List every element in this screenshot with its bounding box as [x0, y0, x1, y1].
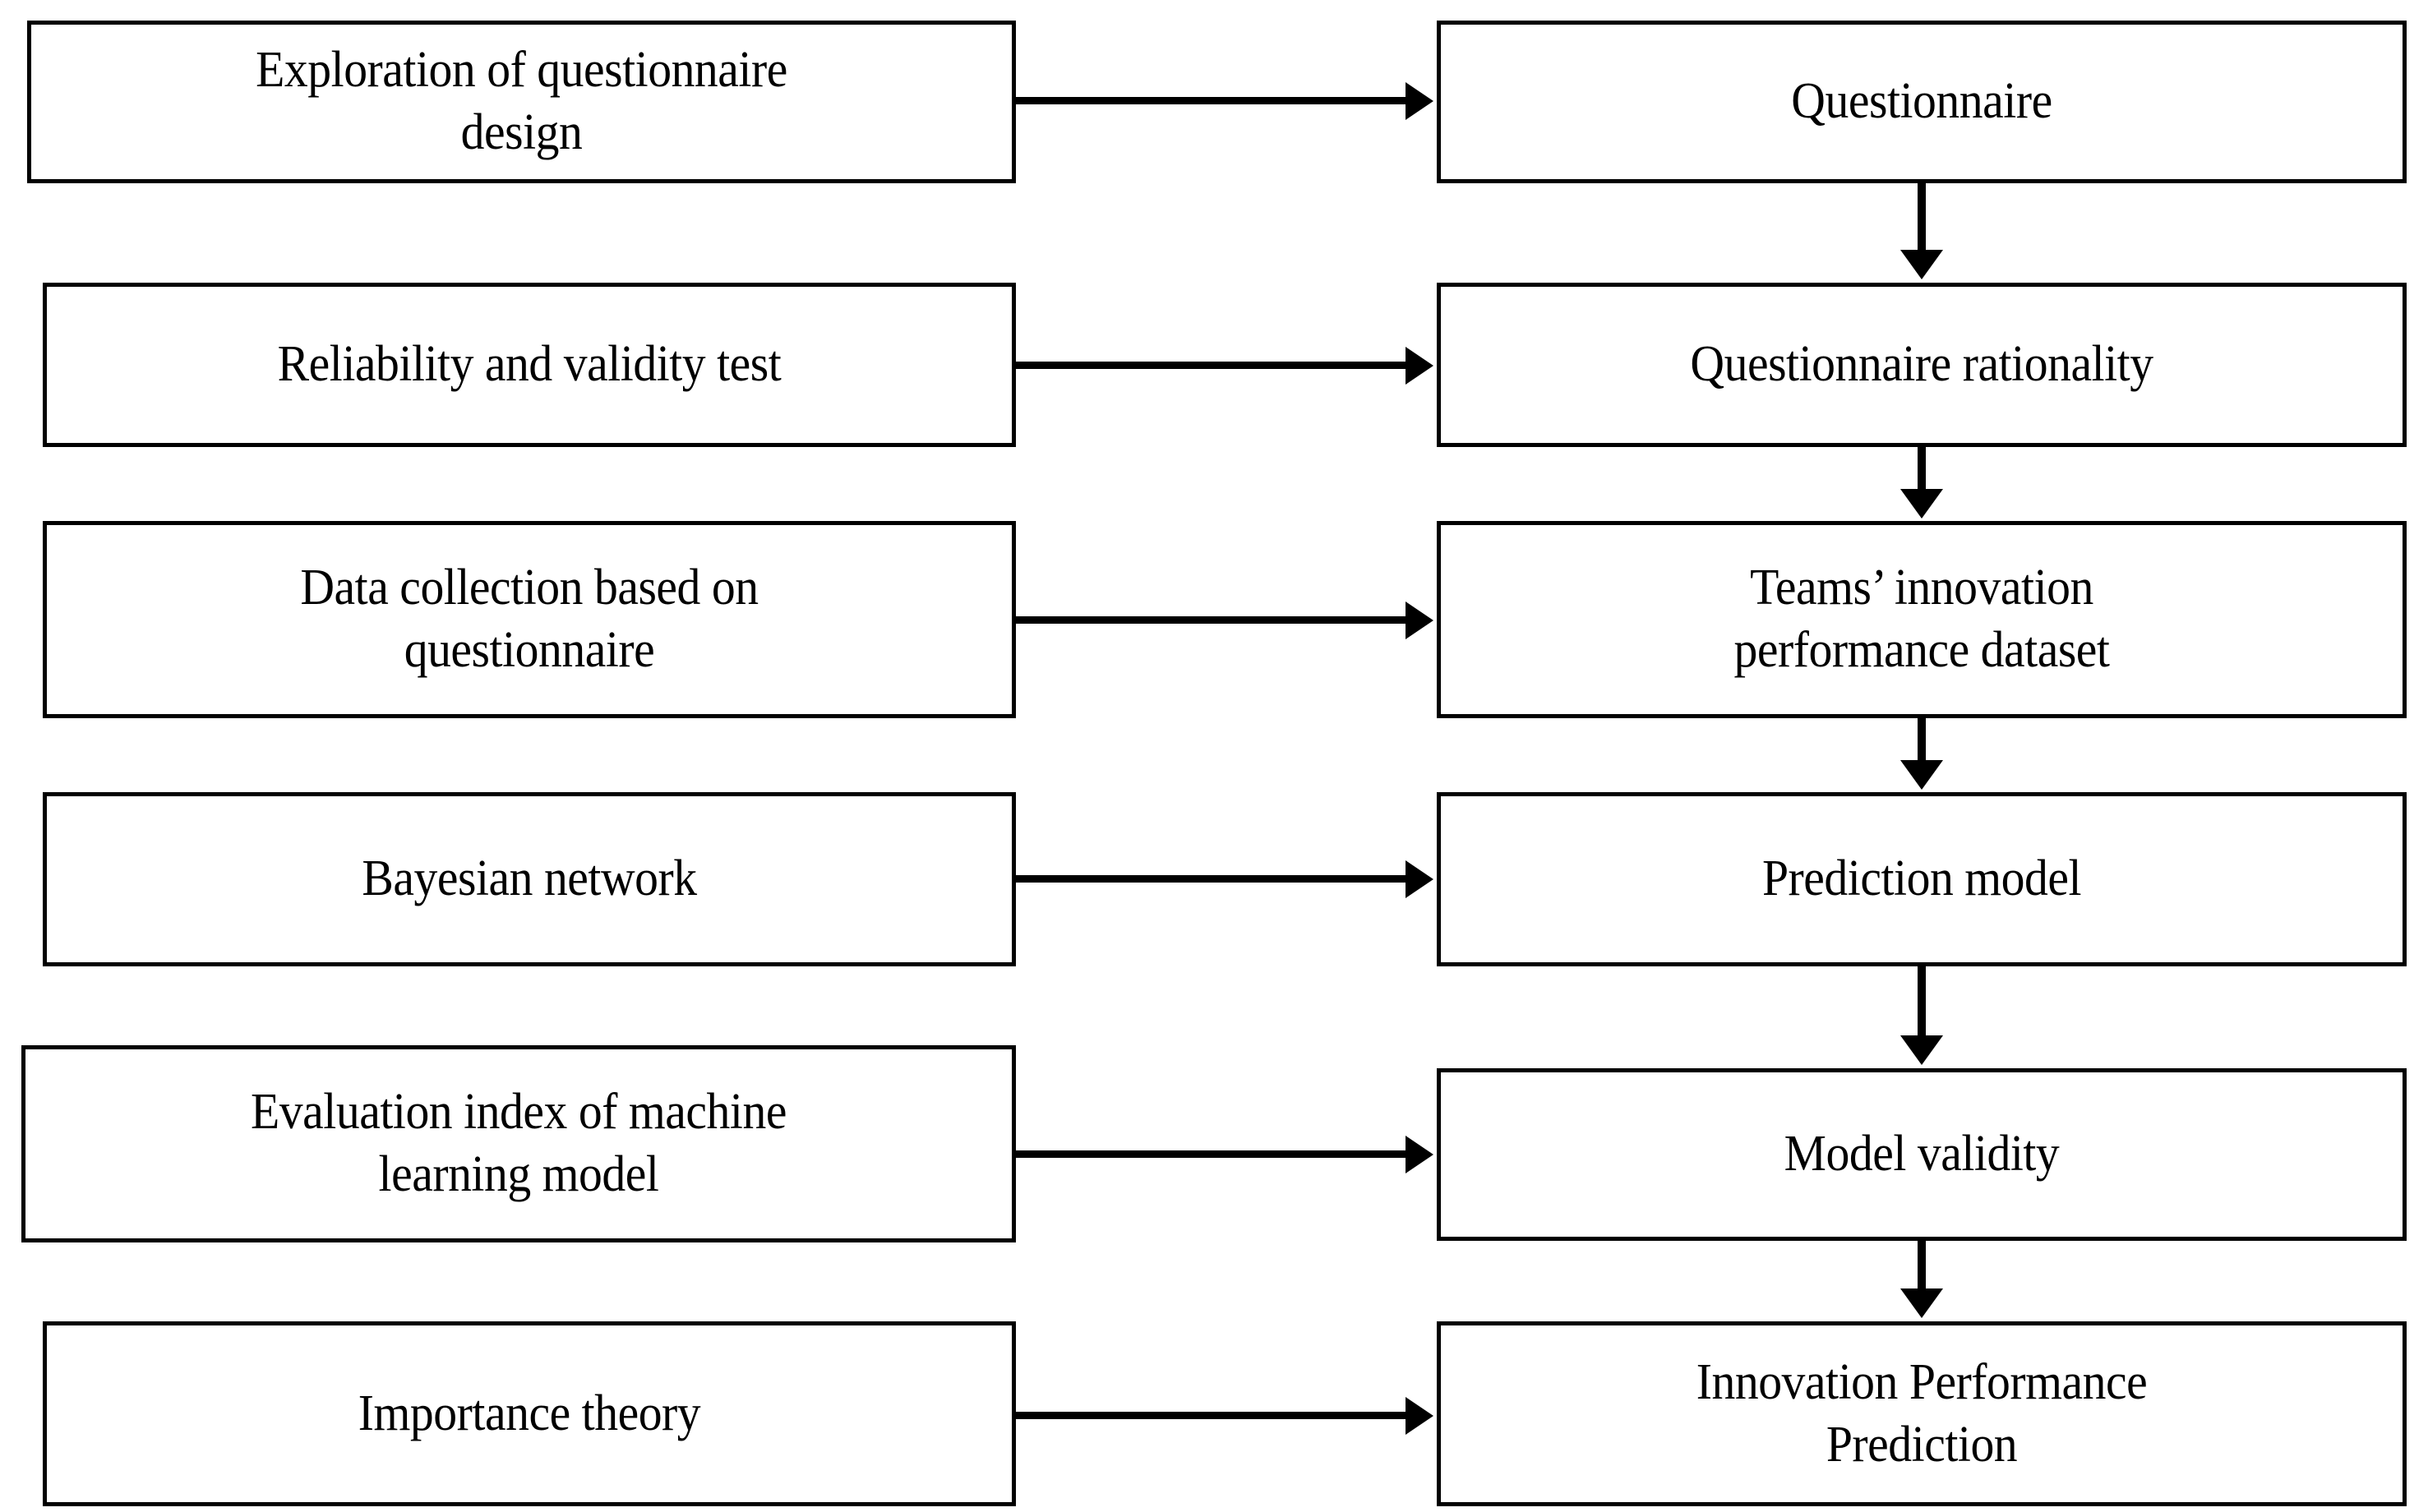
- connector-arrow-l3-to-r3: [1016, 616, 1409, 624]
- flow-node-data-collection-based-on-questionnaire[interactable]: Data collection based on questionnaire: [43, 521, 1016, 718]
- flow-node-label: Evaluation index of machine learning mod…: [251, 1084, 787, 1202]
- flow-node-label: Importance theory: [358, 1385, 701, 1441]
- flow-node-importance-theory[interactable]: Importance theory: [43, 1321, 1016, 1506]
- flow-node-label: Bayesian network: [362, 850, 697, 907]
- flow-node-label: Prediction model: [1761, 850, 2082, 907]
- flow-node-label: Innovation Performance Prediction: [1696, 1353, 2148, 1473]
- connector-arrow-r5-to-r6: [1918, 1241, 1926, 1292]
- flow-node-model-validity[interactable]: Model validity: [1437, 1068, 2407, 1241]
- flow-node-label: Teams’ innovation performance dataset: [1733, 560, 2110, 678]
- connector-arrow-r4-to-r5: [1918, 966, 1926, 1039]
- flow-node-prediction-model[interactable]: Prediction model: [1437, 792, 2407, 966]
- connector-arrow-l4-to-r4: [1016, 875, 1409, 883]
- connector-arrow-l6-to-r6: [1016, 1412, 1409, 1419]
- flow-node-label: Questionnaire rationality: [1690, 336, 2153, 393]
- flow-node-evaluation-index-of-machine-learning-model[interactable]: Evaluation index of machine learning mod…: [21, 1045, 1016, 1242]
- flow-node-label: Exploration of questionnaire design: [256, 42, 787, 160]
- connector-arrow-r2-to-r3: [1918, 447, 1926, 492]
- connector-arrow-l2-to-r2: [1016, 362, 1409, 369]
- flow-node-label: Data collection based on questionnaire: [300, 560, 759, 678]
- flow-node-questionnaire[interactable]: Questionnaire: [1437, 21, 2407, 183]
- connector-arrow-r1-to-r2: [1918, 183, 1926, 253]
- flow-node-innovation-performance-prediction[interactable]: Innovation Performance Prediction: [1437, 1321, 2407, 1506]
- connector-arrow-l1-to-r1: [1016, 97, 1409, 104]
- connector-arrow-l5-to-r5: [1016, 1150, 1409, 1158]
- flow-node-label: Model validity: [1784, 1126, 2060, 1182]
- flow-node-bayesian-network[interactable]: Bayesian network: [43, 792, 1016, 966]
- connector-arrow-r3-to-r4: [1918, 718, 1926, 763]
- flow-node-exploration-of-questionnaire-design[interactable]: Exploration of questionnaire design: [27, 21, 1016, 183]
- flow-node-label: Reliability and validity test: [277, 336, 782, 393]
- flow-node-questionnaire-rationality[interactable]: Questionnaire rationality: [1437, 283, 2407, 447]
- flow-node-label: Questionnaire: [1791, 73, 2052, 130]
- flow-node-reliability-and-validity-test[interactable]: Reliability and validity test: [43, 283, 1016, 447]
- flow-node-teams-innovation-performance-dataset[interactable]: Teams’ innovation performance dataset: [1437, 521, 2407, 718]
